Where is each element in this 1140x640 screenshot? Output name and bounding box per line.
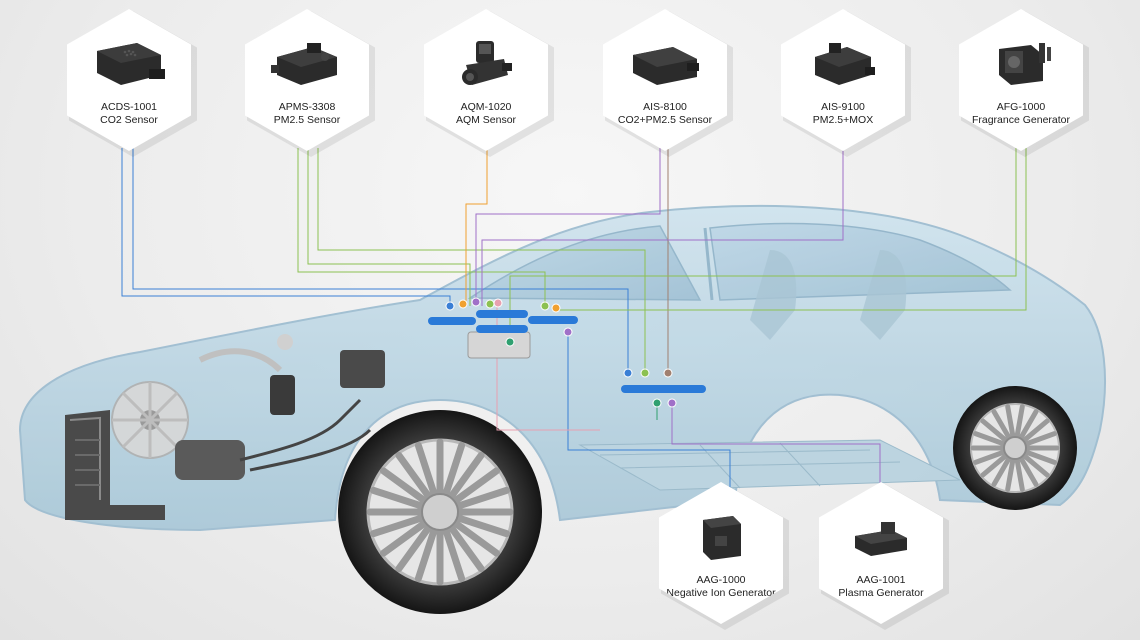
pm25-sensor-icon (271, 43, 337, 85)
device-description: PM2.5 Sensor (273, 114, 341, 126)
connection-line (481, 148, 844, 306)
wheel-spoke (1021, 418, 1050, 443)
wheel-spoke (379, 520, 428, 557)
wheel-spoke (1005, 457, 1016, 492)
wheel-spoke (414, 527, 438, 583)
device-model: ACDS-1001 (100, 101, 158, 113)
wheel-spoke (991, 455, 1012, 487)
connection-dot (505, 337, 515, 347)
connection-dot (563, 327, 573, 337)
wheel-spoke (1018, 455, 1039, 487)
connection-dot (551, 303, 561, 313)
device-model: AAG-1000 (696, 574, 746, 586)
wheel-spoke (1023, 449, 1057, 465)
connection-line (671, 403, 881, 508)
wheel-spoke (369, 514, 425, 538)
wheel-spoke (455, 514, 511, 538)
device-card-aag-1000: AAG-1000 Negative Ion Generator (659, 482, 783, 624)
car-body (18, 204, 1106, 532)
fragrance-generator-icon (999, 43, 1051, 85)
connection-line (297, 148, 546, 306)
rear-wheel (953, 386, 1077, 510)
connection-dot (458, 299, 468, 309)
device-description: Fragrance Generator (971, 114, 1071, 126)
device-model: AQM-1020 (460, 101, 512, 113)
connection-line (307, 148, 471, 306)
device-card-aag-1001: AAG-1001 Plasma Generator (819, 482, 943, 624)
wheel-spoke (369, 486, 425, 510)
device-model: AFG-1000 (996, 101, 1046, 113)
plasma-generator-icon (855, 522, 907, 556)
device-description: AQM Sensor (455, 114, 517, 126)
wheel-spoke (414, 441, 438, 497)
wheel-spoke (448, 451, 485, 500)
connection-dot (667, 398, 677, 408)
device-card-ais-8100: AIS-8100 CO2+PM2.5 Sensor (603, 9, 727, 151)
wheel-spoke (991, 409, 1012, 441)
wheel-spoke (448, 524, 485, 573)
wheel-spoke (452, 520, 501, 557)
combo-sensor-icon (633, 47, 699, 85)
device-description: CO2+PM2.5 Sensor (617, 114, 713, 126)
wheel-spoke (395, 524, 432, 573)
wheel-spoke (980, 453, 1009, 478)
co2-sensor-icon (97, 43, 165, 85)
bus-bars (428, 310, 706, 393)
connection-line (132, 148, 629, 373)
device-description: CO2 Sensor (100, 114, 158, 126)
connection-dot (663, 368, 673, 378)
device-description: PM2.5+MOX (812, 114, 874, 126)
wheel-spoke (1014, 404, 1025, 439)
connection-dot (493, 298, 503, 308)
device-model: APMS-3308 (278, 101, 336, 113)
connection-line (475, 148, 661, 306)
connection-dot (485, 299, 495, 309)
mox-sensor-icon (815, 43, 875, 85)
wheel-spoke (1021, 453, 1050, 478)
connection-dot (640, 368, 650, 378)
wheel-spoke (379, 467, 428, 504)
device-model: AAG-1001 (856, 574, 906, 586)
wheel-spoke (1023, 431, 1057, 447)
wheel-spoke (1018, 409, 1039, 441)
wheel-spoke (442, 441, 466, 497)
device-model: AIS-8100 (643, 101, 687, 113)
connection-dot (623, 368, 633, 378)
connection-line (556, 148, 1027, 311)
device-description: Negative Ion Generator (666, 587, 776, 599)
wheel-spoke (973, 449, 1007, 465)
connection-dot (471, 297, 481, 307)
engine-bay (65, 334, 385, 520)
wheel-spoke (455, 486, 511, 510)
front-wheel (338, 410, 542, 614)
device-card-ais-9100: AIS-9100 PM2.5+MOX (781, 9, 905, 151)
wheel-spoke (973, 431, 1007, 447)
connection-line (567, 332, 731, 508)
connection-line (465, 148, 488, 306)
wheel-spoke (442, 527, 466, 583)
connection-line (121, 148, 451, 306)
ion-generator-icon (703, 516, 741, 560)
device-model: AIS-9100 (821, 101, 865, 113)
wheel-spoke (452, 467, 501, 504)
aqm-sensor-icon (462, 41, 512, 85)
connection-dots (445, 297, 677, 408)
wheel-spoke (1005, 404, 1016, 439)
connection-dot (445, 301, 455, 311)
wheel-spoke (1014, 457, 1025, 492)
device-description: Plasma Generator (838, 587, 924, 599)
connection-dot (540, 301, 550, 311)
wheel-spoke (395, 451, 432, 500)
connection-dot (652, 398, 662, 408)
control-module (467, 331, 531, 359)
wheel-spoke (980, 418, 1009, 443)
